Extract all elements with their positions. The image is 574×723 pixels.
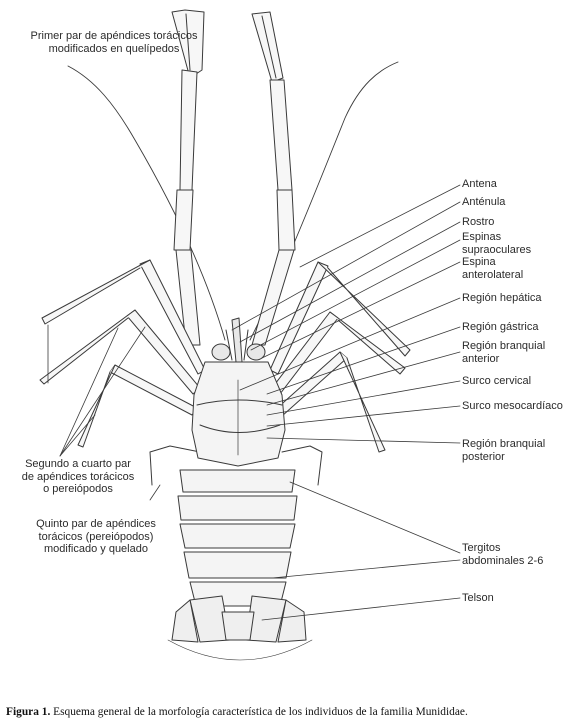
caption-text: Esquema general de la morfología caracte… xyxy=(50,706,468,718)
label-espina-anterolateral: Espina anterolateral xyxy=(462,256,524,281)
label-segundo-cuarto: Segundo a cuarto par de apéndices toráci… xyxy=(21,458,135,495)
left-cheliped xyxy=(171,9,205,346)
label-region-branquial-anterior: Región branquial anterior xyxy=(462,340,546,365)
mesocardiac-groove xyxy=(199,424,281,433)
label-antena: Antena xyxy=(462,178,497,190)
label-espinas-supraoculares: Espinas supraoculares xyxy=(462,231,532,256)
leader-lines xyxy=(47,184,461,621)
right-walking-legs xyxy=(269,261,411,453)
left-fifth-pereiopod xyxy=(149,445,201,486)
caption-bold: Figura 1. xyxy=(6,706,51,718)
label-rostro: Rostro xyxy=(462,216,495,228)
label-telson: Telson xyxy=(462,592,494,604)
left-walking-legs xyxy=(39,259,206,448)
label-quinto-par: Quinto par de apéndices torácicos (perei… xyxy=(36,518,156,555)
label-surco-cervical: Surco cervical xyxy=(462,375,532,387)
carapace xyxy=(191,361,286,467)
label-region-hepatica: Región hepática xyxy=(462,292,542,304)
figure-caption: Figura 1. Esquema general de la morfolog… xyxy=(6,706,571,718)
left-antenna xyxy=(67,65,226,341)
setae-fringe xyxy=(167,639,313,661)
right-fifth-pereiopod xyxy=(281,445,323,486)
label-tergitos: Tergitos abdominales 2-6 xyxy=(462,542,544,567)
label-region-gastrica: Región gástrica xyxy=(462,321,539,333)
right-cheliped xyxy=(251,11,296,346)
label-surco-mesocardiaco: Surco mesocardíaco xyxy=(462,400,563,412)
label-region-branquial-posterior: Región branquial posterior xyxy=(462,438,546,463)
label-primer-par: Primer par de apéndices torácicos modifi… xyxy=(30,30,198,55)
munididae-morphology-diagram xyxy=(39,9,461,661)
label-antenula: Anténula xyxy=(462,196,506,208)
abdominal-tergites xyxy=(177,469,298,607)
telson xyxy=(171,595,307,643)
